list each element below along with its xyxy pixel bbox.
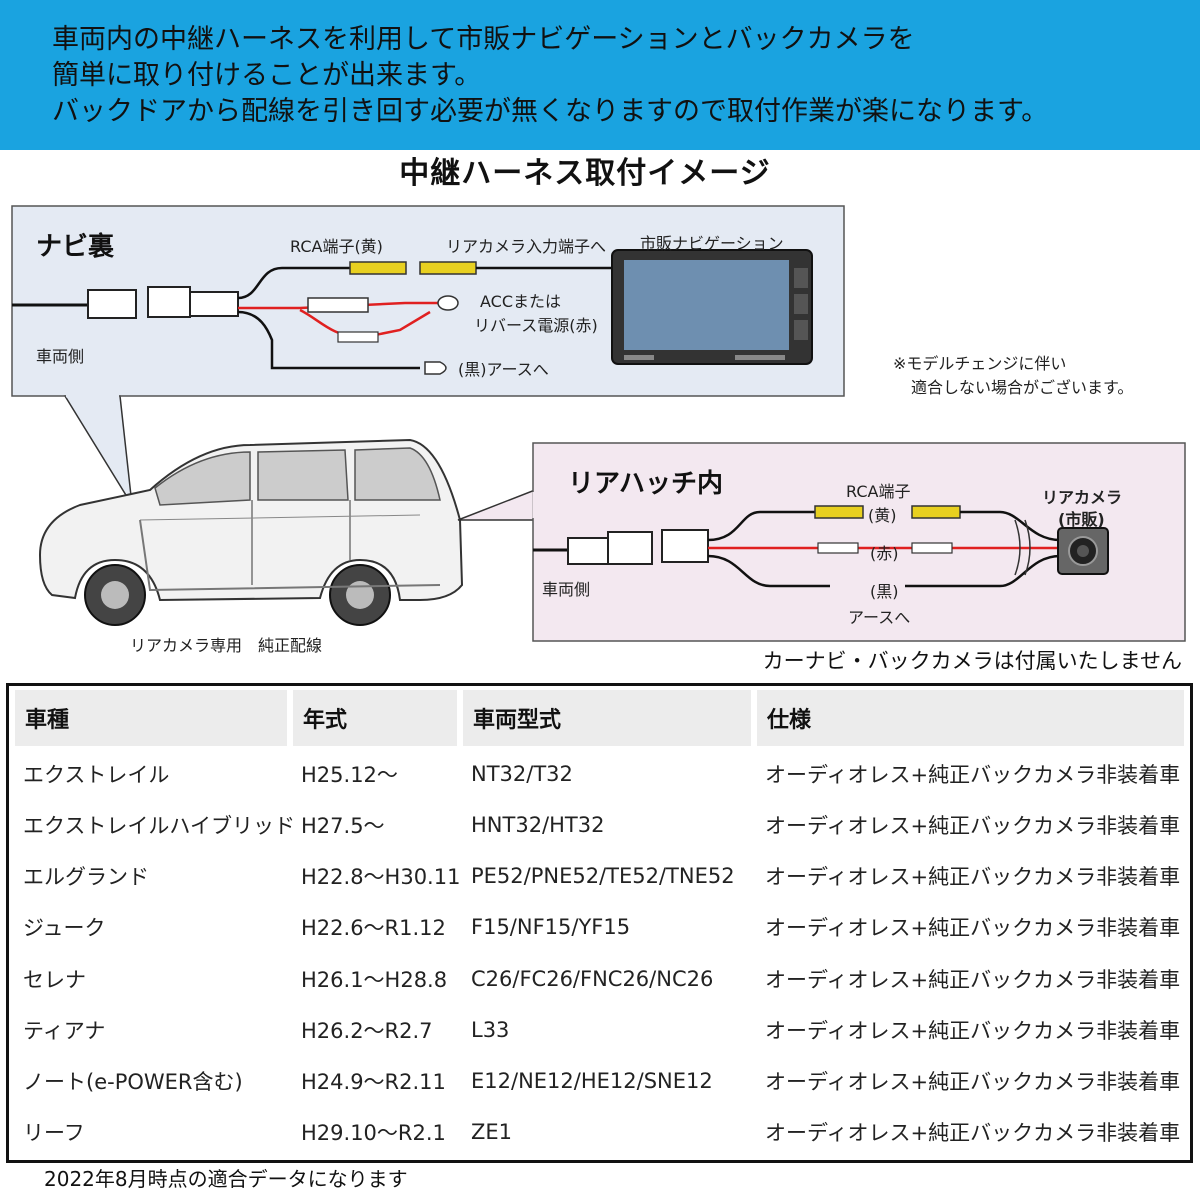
- nav-unit-label: 市販ナビゲーション: [640, 234, 784, 253]
- reverse-power-label: リバース電源(赤): [474, 316, 598, 335]
- navigation-unit: [611, 249, 813, 365]
- cell-model: ティアナ: [23, 1018, 106, 1043]
- header-model: 車種: [15, 690, 287, 746]
- rear-vehicle-side-label: 車両側: [542, 580, 591, 599]
- model-change-note: ※モデルチェンジに伴い 適合しない場合がございます。: [893, 352, 1133, 400]
- table-row: セレナ H26.1〜H28.8 C26/FC26/FNC26/NC26 オーディ…: [15, 955, 1184, 1002]
- cell-type: L33: [471, 1017, 510, 1042]
- cell-year: H29.10〜R2.1: [301, 1121, 446, 1146]
- vehicle-side-label: 車両側: [36, 347, 85, 366]
- cell-year: H26.1〜H28.8: [301, 967, 448, 992]
- rear-ground-label: アースへ: [848, 608, 911, 627]
- rear-camera-label-1: リアカメラ: [1042, 488, 1123, 507]
- rear-rca-label: RCA端子: [846, 482, 911, 501]
- ground-label: (黒)アースへ: [458, 360, 549, 379]
- cell-type: NT32/T32: [471, 761, 573, 786]
- harness-connector-a: [147, 286, 191, 318]
- table-row: ティアナ H26.2〜R2.7 L33 オーディオレス+純正バックカメラ非装着車: [15, 1006, 1184, 1053]
- cell-type: ZE1: [471, 1120, 513, 1145]
- cell-spec: オーディオレス+純正バックカメラ非装着車: [765, 1121, 1181, 1146]
- cell-type: E12/NE12/HE12/SNE12: [471, 1069, 713, 1094]
- table-row: ジューク H22.6〜R1.12 F15/NF15/YF15 オーディオレス+純…: [15, 904, 1184, 951]
- cell-year: H24.9〜R2.11: [301, 1070, 446, 1095]
- cell-model: エクストレイルハイブリッド: [23, 813, 295, 838]
- rca-plug-2: [419, 261, 477, 275]
- diagram-title: 中継ハーネス取付イメージ: [399, 156, 771, 191]
- cell-type: F15/NF15/YF15: [471, 915, 631, 940]
- rear-red-label: (赤): [870, 544, 899, 563]
- cell-type: HNT32/HT32: [471, 812, 605, 837]
- cell-spec: オーディオレス+純正バックカメラ非装着車: [765, 916, 1181, 941]
- header-type: 車両型式: [463, 690, 751, 746]
- rear-yellow-label: (黄): [868, 506, 897, 525]
- cell-model: セレナ: [23, 967, 86, 992]
- nav-harness: [12, 261, 612, 375]
- banner-line-1: 車両内の中継ハーネスを利用して市販ナビゲーションとバックカメラを: [52, 24, 915, 55]
- not-included-disclaimer: カーナビ・バックカメラは付属いたしません: [762, 649, 1182, 673]
- cell-spec: オーディオレス+純正バックカメラ非装着車: [765, 762, 1181, 787]
- cell-type: PE52/PNE52/TE52/TNE52: [471, 864, 735, 889]
- cell-year: H22.8〜H30.11: [301, 865, 461, 890]
- rca-yellow-label: RCA端子(黄): [290, 237, 383, 256]
- rear-black-label: (黒): [870, 582, 899, 601]
- rear-camera: [1057, 527, 1109, 575]
- rear-harness: [533, 505, 1061, 588]
- cell-spec: オーディオレス+純正バックカメラ非装着車: [765, 1070, 1181, 1095]
- car-caption: リアカメラ専用 純正配線: [130, 636, 323, 655]
- installation-illustration: [11, 205, 1186, 642]
- nav-callout-pointer: [63, 395, 133, 506]
- nav-panel-title: ナビ裏: [36, 232, 115, 262]
- cell-model: ジューク: [23, 916, 106, 941]
- rear-camera-label-2: (市販): [1058, 510, 1105, 529]
- vehicle-connector: [87, 289, 137, 319]
- header-spec: 仕様: [757, 690, 1184, 746]
- cell-spec: オーディオレス+純正バックカメラ非装着車: [765, 1018, 1181, 1043]
- rca-plug-1: [349, 261, 407, 275]
- table-row: ノート(e-POWER含む) H24.9〜R2.11 E12/NE12/HE12…: [15, 1058, 1184, 1105]
- cell-year: H27.5〜: [301, 813, 385, 838]
- cell-year: H25.12〜: [301, 762, 398, 787]
- cell-type: C26/FC26/FNC26/NC26: [471, 966, 714, 991]
- data-date-footer: 2022年8月時点の適合データになります: [44, 1167, 408, 1191]
- model-note-line-2: 適合しない場合がございます。: [911, 378, 1134, 397]
- rear-camera-input-label: リアカメラ入力端子へ: [446, 237, 607, 256]
- cell-spec: オーディオレス+純正バックカメラ非装着車: [765, 813, 1181, 838]
- cell-model: ノート(e-POWER含む): [23, 1070, 243, 1095]
- car-illustration: [38, 438, 464, 626]
- table-row: エクストレイルハイブリッド H27.5〜 HNT32/HT32 オーディオレス+…: [15, 801, 1184, 848]
- table-row: リーフ H29.10〜R2.1 ZE1 オーディオレス+純正バックカメラ非装着車: [15, 1109, 1184, 1156]
- cell-spec: オーディオレス+純正バックカメラ非装着車: [765, 967, 1181, 992]
- harness-connector-b: [189, 291, 239, 317]
- acc-label: ACCまたは: [480, 292, 562, 311]
- cell-spec: オーディオレス+純正バックカメラ非装着車: [765, 865, 1181, 890]
- table-row: エルグランド H22.8〜H30.11 PE52/PNE52/TE52/TNE5…: [15, 853, 1184, 900]
- banner-line-2: 簡単に取り付けることが出来ます。: [52, 60, 482, 91]
- header-year: 年式: [293, 690, 457, 746]
- cell-year: H26.2〜R2.7: [301, 1018, 433, 1043]
- rear-callout-pointer: [457, 488, 536, 521]
- intro-banner: 車両内の中継ハーネスを利用して市販ナビゲーションとバックカメラを 簡単に取り付け…: [0, 0, 1200, 150]
- table-header-row: 車種 年式 車両型式 仕様: [15, 690, 1184, 746]
- cell-model: エクストレイル: [23, 762, 170, 787]
- table-row: エクストレイル H25.12〜 NT32/T32 オーディオレス+純正バックカメ…: [15, 750, 1184, 797]
- banner-line-3: バックドアから配線を引き回す必要が無くなりますので取付作業が楽になります。: [52, 96, 1049, 127]
- compatibility-table: 車種 年式 車両型式 仕様 エクストレイル H25.12〜 NT32/T32 オ…: [6, 683, 1193, 1163]
- rear-panel-title: リアハッチ内: [568, 469, 723, 499]
- model-note-line-1: ※モデルチェンジに伴い: [893, 354, 1067, 373]
- cell-year: H22.6〜R1.12: [301, 916, 446, 941]
- cell-model: リーフ: [23, 1121, 85, 1146]
- cell-model: エルグランド: [23, 865, 149, 890]
